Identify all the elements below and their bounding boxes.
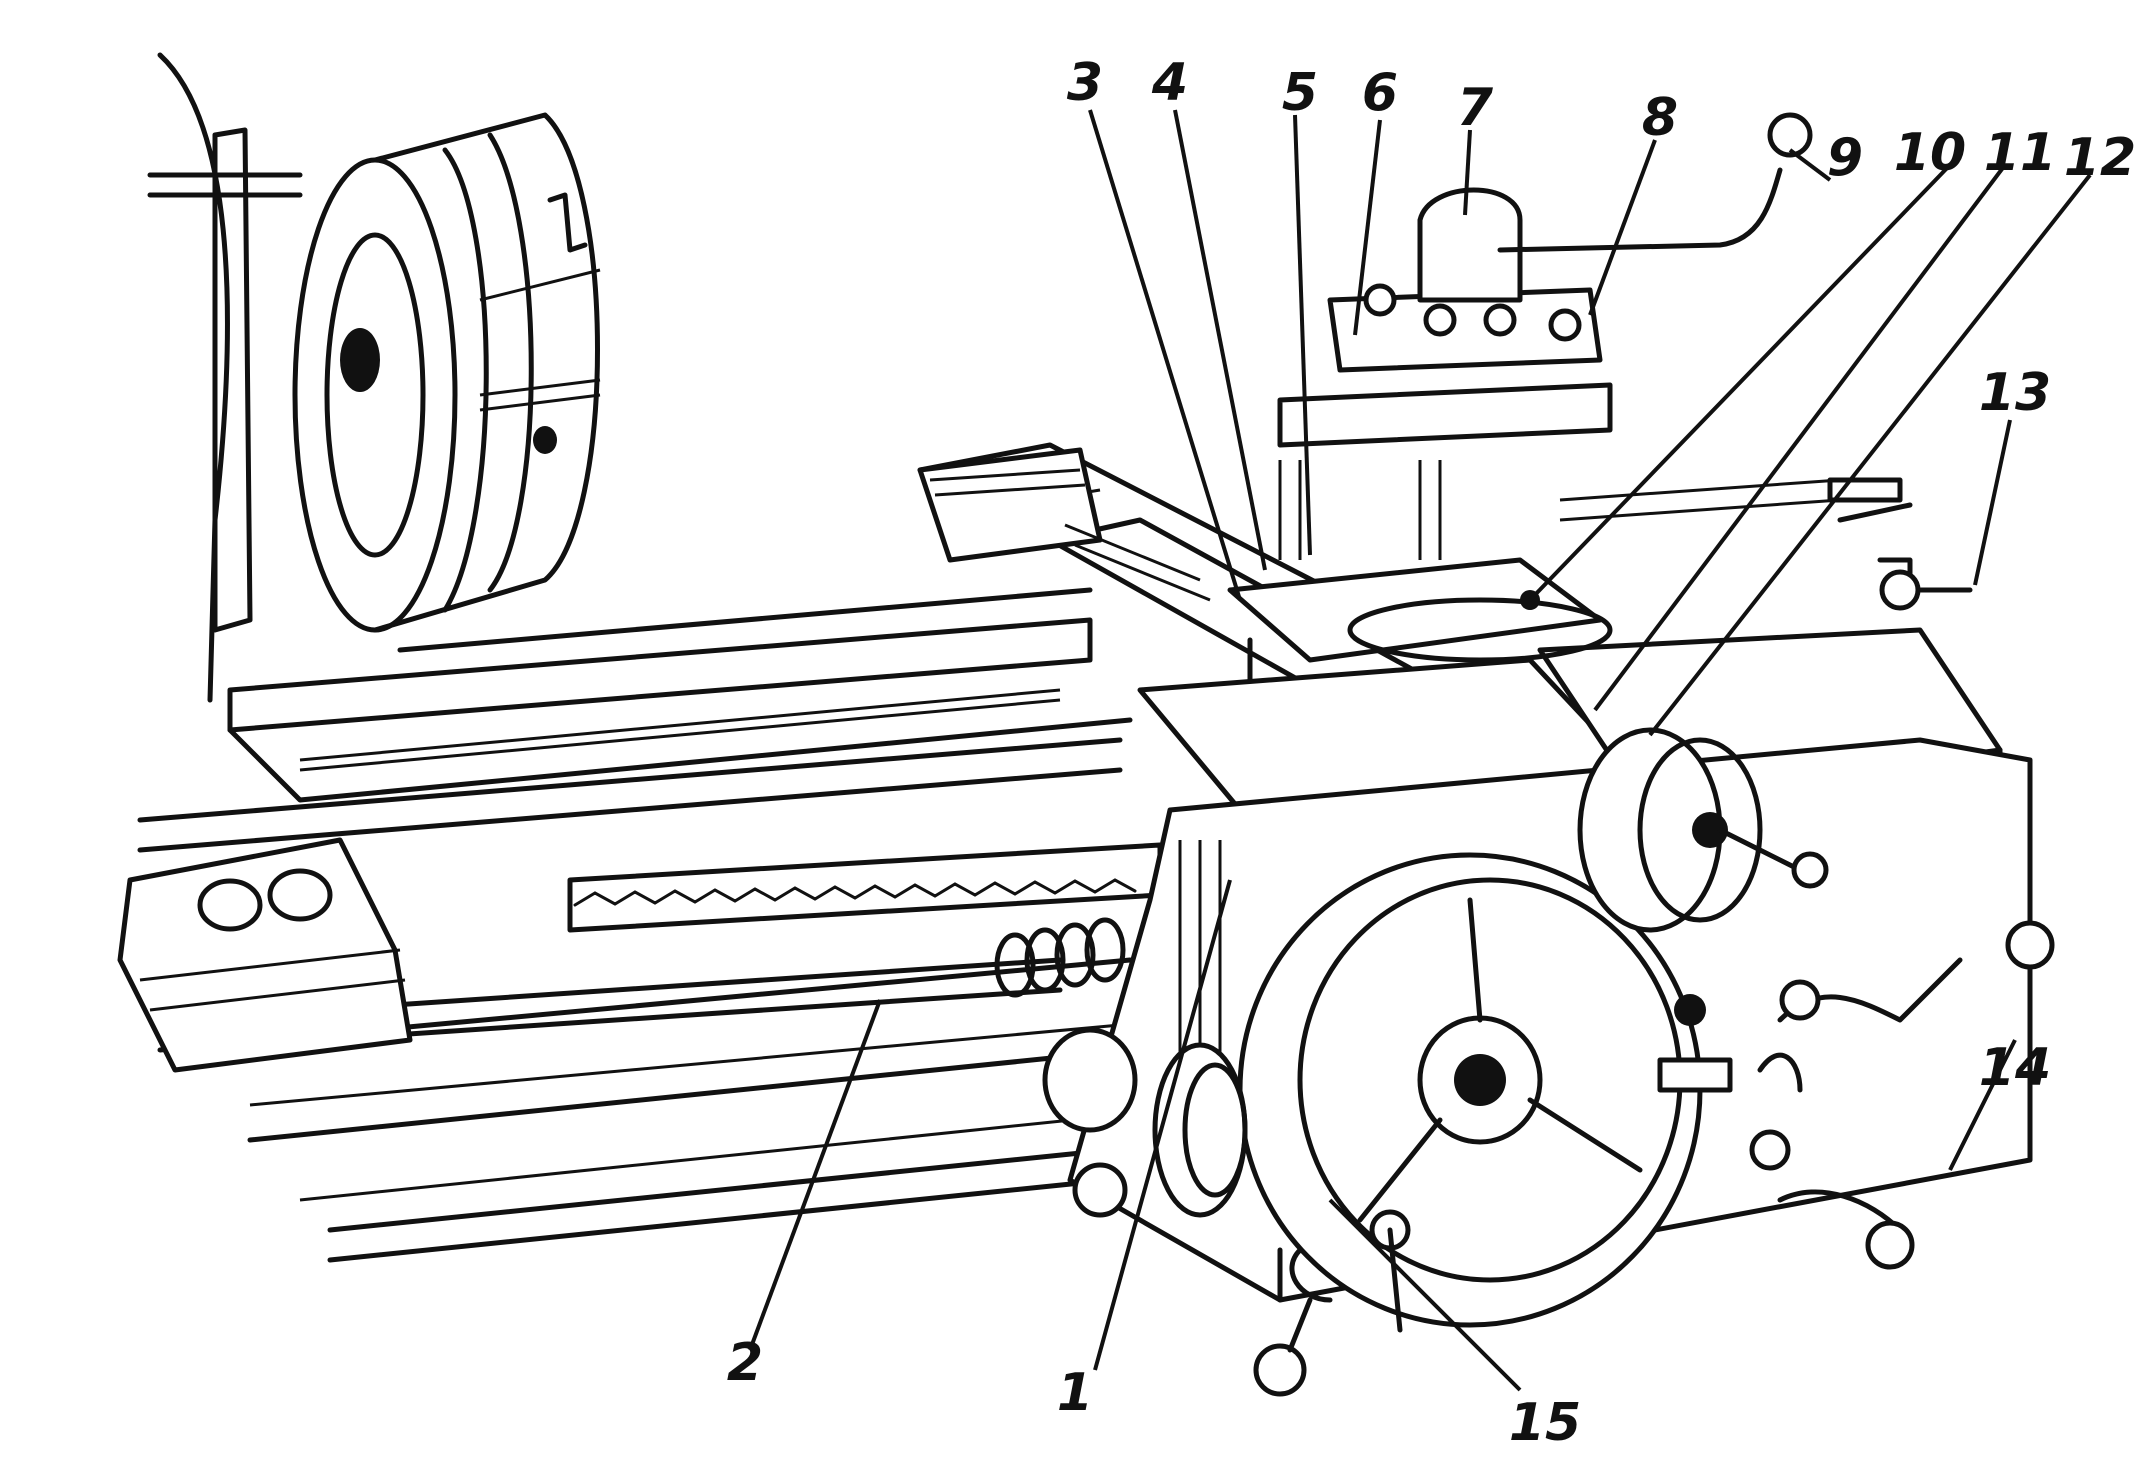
leader-13 [1973,419,2012,586]
callout-2: 2 [727,1333,763,1393]
callout-14: 14 [1979,1038,2051,1098]
leader-1 [1093,879,1232,1371]
lead-screw [317,917,1126,1043]
callout-1: 1 [1057,1363,1093,1423]
callout-12: 12 [2064,128,2136,188]
callout-6: 6 [1362,63,1398,123]
callout-13: 13 [1979,363,2051,423]
leader-11 [1593,163,2007,712]
callout-8: 8 [1642,88,1678,148]
leader-3 [1088,109,1242,601]
leader-4 [1173,109,1267,571]
chuck-assembly [147,52,601,703]
lathe-bed [137,587,1133,1263]
apron-levers [1657,920,2055,1270]
callout-9: 9 [1827,128,1863,188]
compound-handle [1827,477,1973,611]
half-nut-wheel [1042,1027,1248,1218]
leader-10 [1528,163,1952,602]
cross-feed-handwheel [1577,727,1829,933]
leader-lines [748,109,2092,1392]
apron-block-left [117,837,413,1073]
leader-9 [1788,148,1832,182]
callout-15: 15 [1509,1393,1581,1453]
callout-7: 7 [1457,78,1494,138]
callout-10: 10 [1894,123,1966,183]
leader-7 [1463,129,1472,216]
callout-labels: 1 2 3 4 5 6 7 8 9 10 11 12 13 14 15 [727,53,2136,1453]
callout-3: 3 [1067,53,1103,113]
rack [567,842,1163,933]
leader-2 [748,999,882,1351]
callout-11: 11 [1984,123,2056,183]
tool-slide [917,447,1211,602]
leader-12 [1648,173,2092,737]
lower-handle [1253,1247,1333,1397]
leader-6 [1353,119,1382,336]
callout-4: 4 [1151,53,1188,113]
leader-15 [1328,1198,1522,1392]
leader-5 [1293,114,1312,556]
carriage-handwheel [1237,852,1703,1333]
leader-14 [1948,1039,2017,1171]
leader-8 [1588,139,1657,316]
compound-rest [1227,112,1813,663]
callout-5: 5 [1282,63,1318,123]
